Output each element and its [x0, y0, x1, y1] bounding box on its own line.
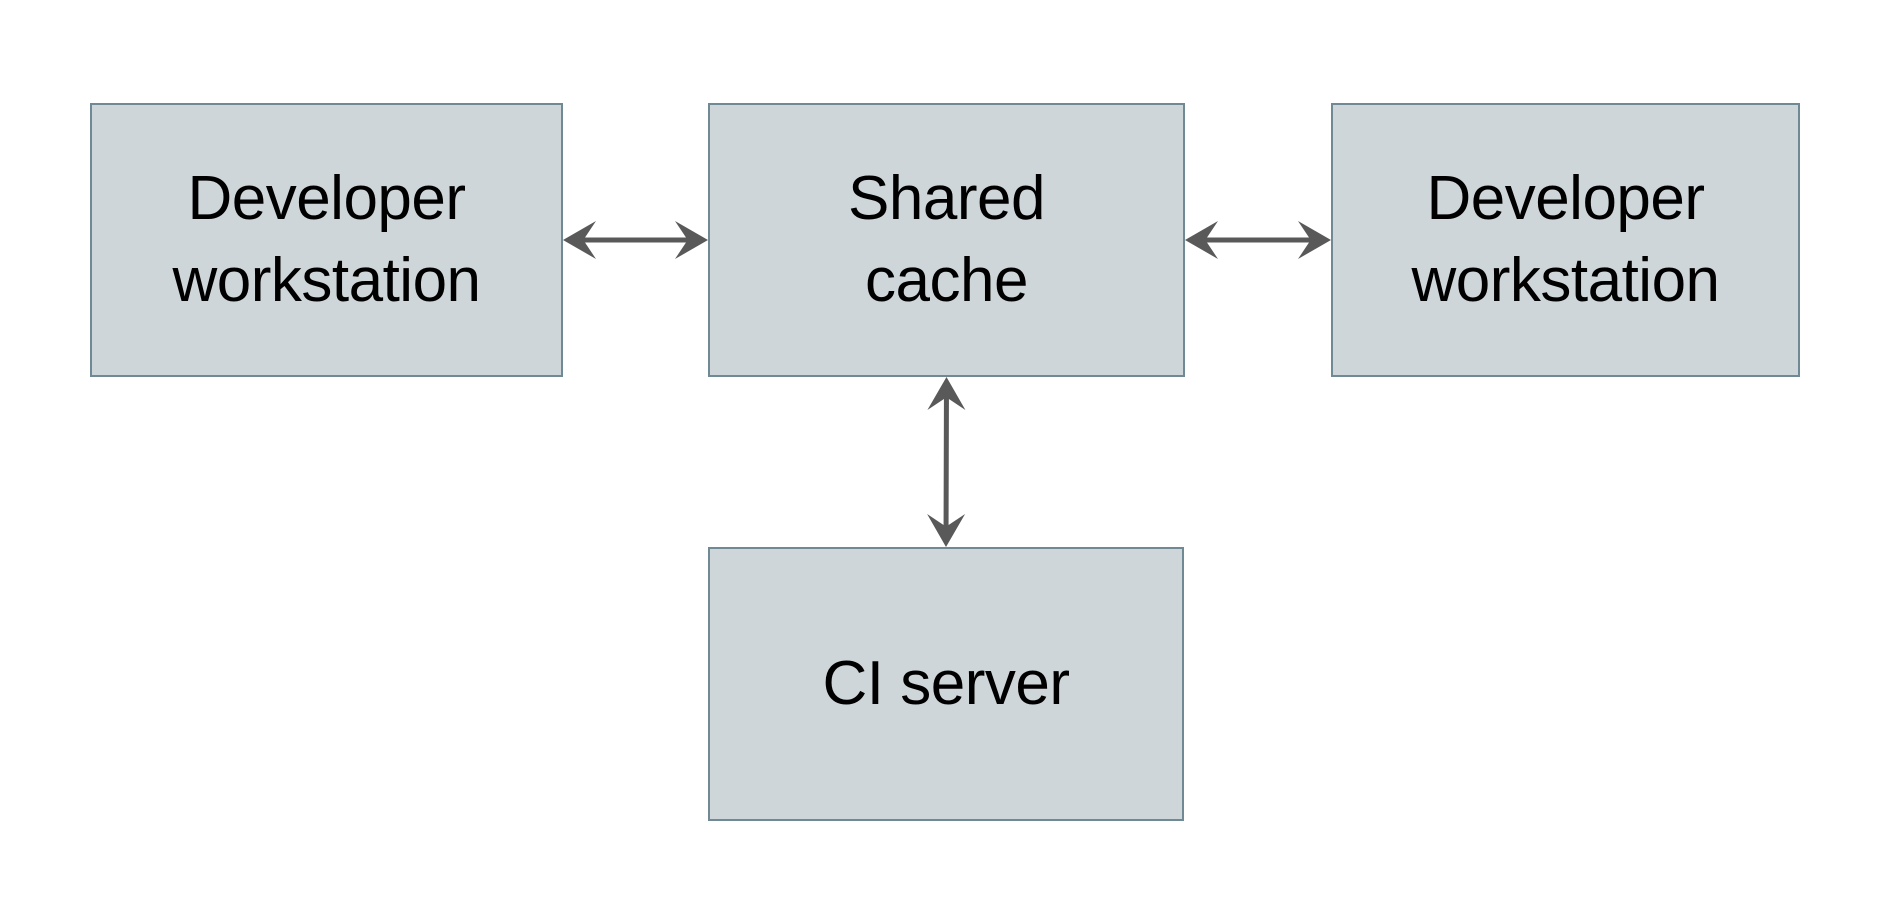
node-label: Shared cache	[848, 164, 1045, 315]
connector-ci-server-to-shared-cache	[907, 357, 986, 567]
double-headed-arrow-icon	[563, 221, 708, 259]
node-label: Developer workstation	[172, 164, 481, 315]
connector-shared-cache-to-dev-right	[1165, 201, 1351, 279]
node-label: Developer workstation	[1411, 164, 1720, 315]
node-developer-workstation-left[interactable]: Developer workstation	[90, 103, 563, 377]
node-shared-cache[interactable]: Shared cache	[708, 103, 1185, 377]
node-ci-server[interactable]: CI server	[708, 547, 1184, 821]
double-headed-arrow-icon	[927, 377, 966, 548]
connector-dev-left-to-shared-cache	[543, 201, 728, 279]
node-developer-workstation-right[interactable]: Developer workstation	[1331, 103, 1800, 377]
double-headed-arrow-icon	[1185, 221, 1331, 259]
node-label: CI server	[822, 649, 1070, 719]
